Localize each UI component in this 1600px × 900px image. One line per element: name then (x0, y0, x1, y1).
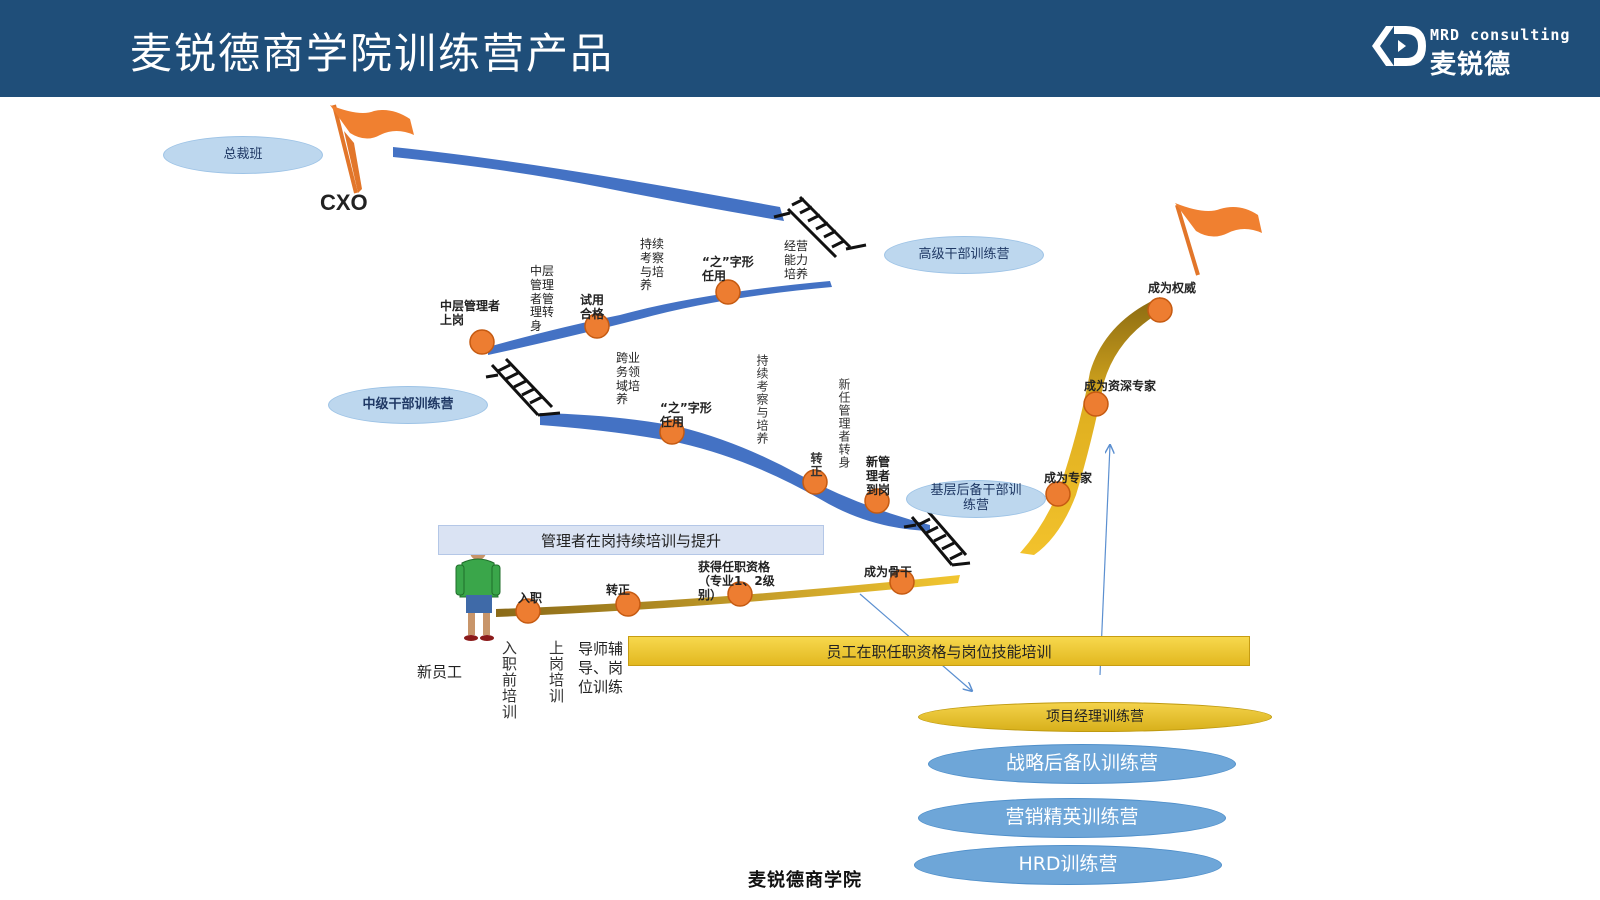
regular-label: 转正 (606, 583, 631, 597)
marketing-camp-oval: 营销精英训练营 (918, 798, 1226, 838)
expert-river (1020, 297, 1166, 555)
pm-camp-oval: 项目经理训练营 (918, 702, 1272, 732)
milestone-regular (615, 591, 641, 617)
footer-academy-name: 麦锐德商学院 (748, 870, 862, 891)
lower-river (540, 413, 930, 531)
flag-cxo-icon (330, 104, 414, 194)
senior-expert-label: 成为资深专家 (1084, 379, 1157, 393)
qualification-label: 获得任职资格（专业1、2级别） (698, 560, 775, 602)
milestone-backbone (889, 569, 915, 595)
ladder-top-icon (773, 195, 867, 259)
new-employee-label: 新员工 (417, 663, 463, 681)
milestone-zigzag-1 (715, 279, 741, 305)
milestone-mid-onboard (469, 329, 495, 355)
on-post-training-label: 上岗培训 (547, 640, 565, 704)
grassroot-camp-oval: 基层后备干部训练营 (906, 480, 1046, 518)
cxo-label: CXO (320, 190, 368, 215)
middle-river (488, 281, 832, 355)
mid-manager-transform-label: 中层管理者管理转身 (530, 264, 555, 334)
zigzag-2-label: “之”字形任用 (660, 401, 712, 429)
ladder-mid-icon (485, 357, 561, 417)
continuous-review-1-label: 持续考察与培养 (640, 237, 665, 293)
flag-expert-icon (1175, 203, 1262, 276)
new-manager-arrive-label: 新管理者到岗 (866, 455, 891, 497)
senior-camp-oval: 高级干部训练营 (884, 236, 1044, 274)
milestone-entry (515, 598, 541, 624)
probation-pass-label: 试用合格 (580, 293, 605, 321)
milestone-authority (1147, 297, 1173, 323)
top-river (393, 147, 784, 221)
page-title: 麦锐德商学院训练营产品 (130, 29, 615, 78)
continuous-review-2-label: 持续考察与培养 (755, 354, 769, 445)
expert-label: 成为专家 (1044, 471, 1093, 485)
entry-label: 入职 (518, 591, 543, 605)
milestone-qualification (727, 581, 753, 607)
new-employee-figure-icon (455, 542, 501, 641)
milestone-regularize (802, 469, 828, 495)
logo-chinese: 麦锐德 (1430, 50, 1512, 80)
mentor-training-label: 导师辅导、岗位训练 (578, 640, 624, 696)
milestone-probation (584, 313, 610, 339)
ongoing-training-bar: 管理者在岗持续培训与提升 (438, 525, 824, 555)
president-class-oval: 总裁班 (163, 136, 323, 174)
hrd-camp-oval: HRD训练营 (914, 845, 1222, 885)
ladder-low-icon (903, 508, 971, 567)
header-bar: 麦锐德商学院训练营产品 MRD consulting 麦锐德 (0, 0, 1600, 97)
logo-english: MRD consulting (1430, 26, 1571, 44)
mid-camp-oval: 中级干部训练营 (328, 386, 488, 424)
milestone-senior-expert (1083, 391, 1109, 417)
zigzag-1-label: “之”字形任用 (702, 255, 754, 283)
milestone-new-manager (864, 488, 890, 514)
mrd-logo-icon (1372, 26, 1426, 66)
mid-manager-onboard-label: 中层管理者上岗 (440, 299, 501, 327)
milestone-expert (1045, 481, 1071, 507)
strategy-camp-oval: 战略后备队训练营 (928, 744, 1236, 784)
authority-label: 成为权威 (1148, 281, 1197, 295)
regularize-label: 转正 (809, 452, 823, 478)
business-ability-label: 经营能力培养 (784, 239, 809, 281)
career-path-diagram (330, 104, 1262, 900)
pre-entry-training-label: 入职前培训 (500, 640, 518, 720)
backbone-label: 成为骨干 (864, 565, 913, 579)
skill-training-bar: 员工在职任职资格与岗位技能培训 (628, 636, 1250, 666)
new-manager-transform-label: 新任管理者转身 (837, 378, 851, 469)
milestone-zigzag-2 (659, 419, 685, 445)
cross-domain-label: 跨业务领域培养 (616, 351, 641, 407)
